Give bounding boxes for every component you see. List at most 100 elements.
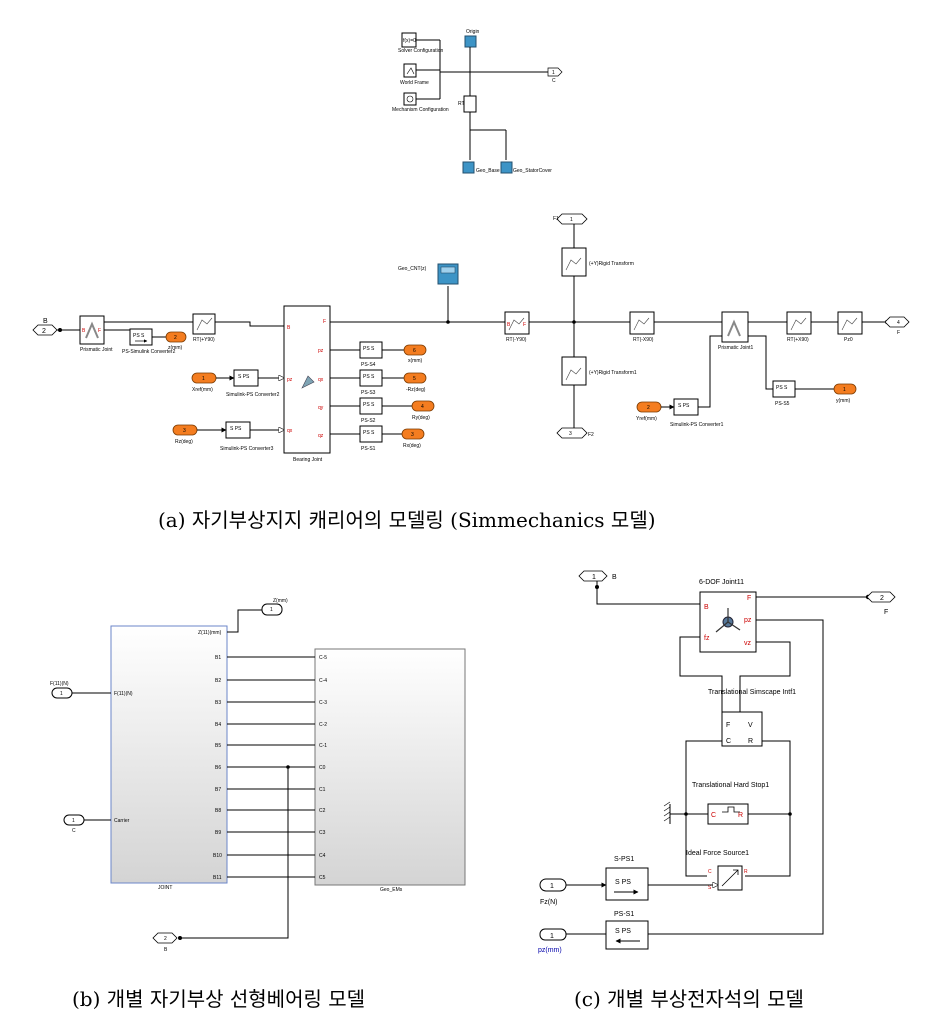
b-right-port: C-2 [319,722,327,728]
rigid-transform-icon [841,317,858,331]
c-junction-hs-r [788,812,792,816]
a-outport-f1[interactable] [556,213,588,225]
b-outport-z-num: 1 [270,607,273,613]
a-rt-y90-label: RT(+Y90) [193,337,215,343]
top-mechanism-diagram: f(x)=0 Solver Configuration World Frame … [392,29,563,174]
a-outport-rz-num: 5 [413,376,416,382]
c-joint-pz-port: pz [744,617,752,624]
a-prismatic-joint1[interactable] [721,311,749,343]
a-outport-z-num: 2 [174,335,177,341]
a-rt-y90-block[interactable] [192,313,216,335]
b-inport-f11-num: 1 [60,691,63,697]
b-left-port: B10 [213,853,222,859]
a-outport-f-label: F [897,330,900,336]
a-rigid-transform-y1[interactable] [561,356,587,386]
c-simscape-v: V [748,722,753,729]
world-frame-icon [406,67,415,75]
a-outport-neg-rz[interactable] [403,372,427,384]
a-pss2-label: PS-S2 [361,418,376,424]
a-geo-cnt-label: Geo_CNT(z) [398,266,427,272]
a-sps1-text: S PS [678,403,690,409]
a-rt-my90-block[interactable] [504,311,530,335]
origin-geo-block[interactable] [464,35,477,48]
a-pz0-label: Pz0 [844,337,853,343]
b-right-port: C5 [319,875,326,881]
b-row-8: B8 C2 [215,808,326,814]
b-right-port: C-5 [319,655,327,661]
b-inport-b-label: B [164,947,168,953]
a-rz-label: Rz(deg) [175,439,193,445]
c-outport-f-num: 2 [880,595,884,602]
c-simscape-c: C [726,738,731,745]
mechanism-configuration-block[interactable] [403,92,417,106]
a-prismatic-b-port: B [82,328,86,334]
top-outport-name: C [552,78,556,84]
c-inport-b[interactable] [578,570,608,582]
a-rt-mx90-block[interactable] [629,311,655,335]
a-outport-z[interactable] [165,331,187,343]
b-outport-z[interactable] [261,603,283,616]
origin-label: Origin [466,29,480,35]
a-bearing-out-qz: qz [318,433,324,439]
a-rt-px90-block[interactable] [786,311,812,335]
b-left-port: B11 [213,875,222,881]
a-outport-rx[interactable] [401,428,425,440]
b-right-port: C-3 [319,700,327,706]
b-inport-b[interactable] [152,932,178,944]
a-outport-f-num: 4 [897,320,900,326]
a-outport-rx-label: Rx(deg) [403,443,421,449]
a-prismatic-f-port: F [98,328,101,334]
b-left-port: B8 [215,808,221,814]
hard-stop-icon [722,806,740,813]
c-sps1-title: S-PS1 [614,856,634,863]
a-wire-dot [58,328,62,332]
a-pz0-block[interactable] [837,311,863,335]
b-inport-c-num: 1 [72,818,75,824]
a-outport-ry[interactable] [411,400,435,412]
world-frame-block[interactable] [403,63,417,78]
b-left-port: B6 [215,765,221,771]
c-inport-fz-num: 1 [550,883,554,890]
a-rigid-y1-label: (+Y)Rigid Transform1 [589,370,637,376]
six-dof-joint-icon [715,608,741,633]
diagram-b: JOINT Geo_EMs Z(11)(mm) 1 Z(mm) 1 F(11)(… [50,598,466,953]
a-outport-ry-label: Ry(deg) [412,415,430,421]
a-bearing-joint[interactable] [283,305,331,454]
a-outport-x[interactable] [403,344,427,356]
a-outport-y[interactable] [833,383,857,395]
b-row-5: B5 C-1 [215,743,327,749]
rt-block[interactable] [463,95,477,113]
a-prismatic-joint[interactable] [79,315,105,345]
b-joint-f11-port: F(11)(N) [114,691,133,697]
b-joint-block[interactable] [110,625,228,884]
rigid-transform-icon [565,367,582,381]
a-outport-f2[interactable] [556,427,588,439]
b-left-port: B5 [215,743,221,749]
c-simscape-interface[interactable] [721,711,763,747]
geo-base-block[interactable] [462,161,475,174]
caption-b: (b) 개별 자기부상 선형베어링 모델 [72,987,365,1011]
a-rigid-transform-y[interactable] [561,247,587,277]
rigid-transform-icon [508,317,525,331]
b-geo-ems-block[interactable] [314,648,466,886]
bearing-joint-icon [301,375,315,389]
a-pss5-text: PS S [776,385,788,391]
c-sps1-block[interactable] [605,867,649,901]
b-z11-port: Z(11)(mm) [198,630,222,636]
b-carrier-port: Carrier [114,818,130,824]
b-port-rows: B1 C-5 B2 C-4 B3 C-3 B4 C-2 B5 [213,655,327,881]
a-outport-y-label: y(mm) [836,398,850,404]
c-inport-b-num: 1 [592,574,596,581]
a-outport-f[interactable] [884,316,910,328]
prismatic-joint-icon [85,321,99,339]
a-inport-b[interactable] [32,324,58,336]
c-outport-pz[interactable] [539,928,567,941]
geo-stator-block[interactable] [500,161,513,174]
top-outport-c[interactable] [547,67,563,77]
c-outport-f[interactable] [866,591,896,603]
a-sps3-text: S PS [230,426,242,432]
top-outport-num: 1 [552,70,555,76]
rigid-transform-icon [196,317,213,331]
c-pss1-block[interactable] [605,920,649,950]
diagram-a: 2 B B F Prismatic Joint PS S PS-Simulink… [32,213,910,463]
